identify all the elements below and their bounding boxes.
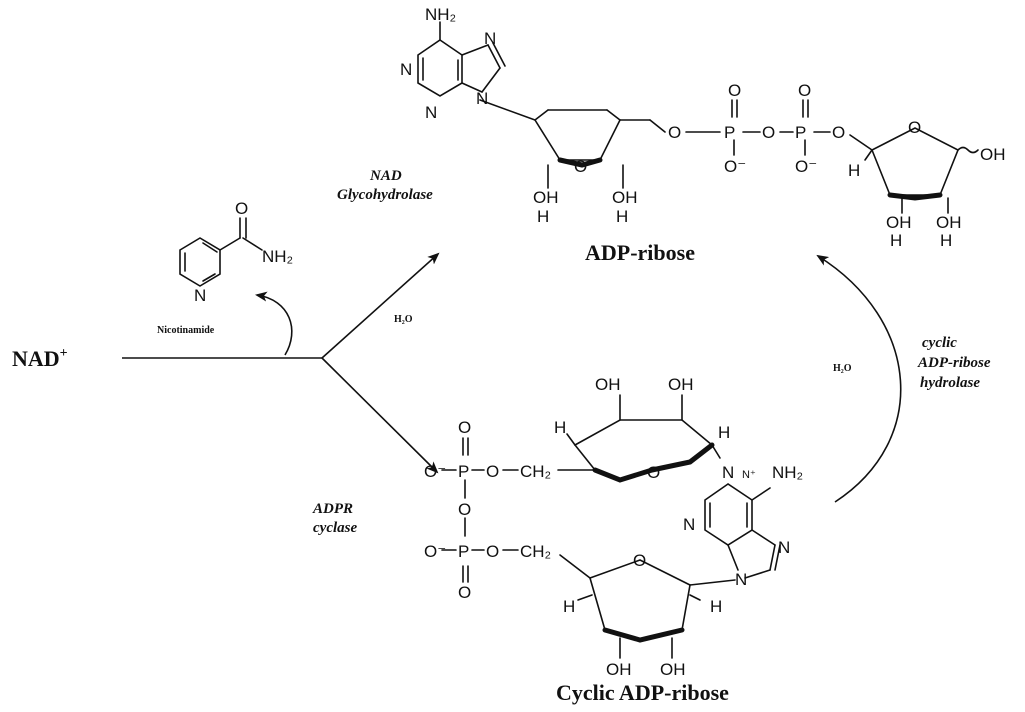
svg-text:NH₂: NH₂ bbox=[772, 463, 803, 482]
cyclic-adp-ribose-structure: OH OH O H H CH₂ O P O O⁻ O P O O⁻ bbox=[424, 375, 803, 679]
glycohydrolase-label-line2: Glycohydrolase bbox=[337, 187, 433, 203]
svg-text:N: N bbox=[194, 286, 206, 305]
svg-text:P: P bbox=[458, 462, 469, 481]
svg-text:OH: OH bbox=[980, 145, 1006, 164]
nad-label: NAD+ bbox=[12, 346, 68, 371]
svg-text:OH: OH bbox=[533, 188, 559, 207]
svg-text:N: N bbox=[778, 538, 790, 557]
svg-text:O: O bbox=[235, 199, 248, 218]
hydrolase-label-line2: ADP-ribose bbox=[917, 355, 991, 371]
svg-text:O: O bbox=[486, 542, 499, 561]
water-label-glycohydrolase: H₂O bbox=[394, 314, 413, 325]
glycohydrolase-arrow bbox=[321, 252, 440, 359]
nicotinamide-release-arrow bbox=[255, 291, 293, 356]
svg-text:NH₂: NH₂ bbox=[425, 5, 456, 24]
svg-text:O⁻: O⁻ bbox=[424, 542, 446, 561]
svg-text:CH₂: CH₂ bbox=[520, 542, 551, 561]
svg-text:O: O bbox=[728, 81, 741, 100]
svg-text:O: O bbox=[458, 583, 471, 602]
svg-text:O: O bbox=[762, 123, 775, 142]
svg-text:N: N bbox=[683, 515, 695, 534]
svg-text:H: H bbox=[537, 207, 549, 226]
svg-text:O: O bbox=[633, 551, 646, 570]
cyclase-label-line1: ADPR bbox=[312, 501, 353, 517]
hydrolase-arrow bbox=[816, 254, 902, 503]
water-label-hydrolase: H₂O bbox=[833, 363, 852, 374]
reaction-arrows bbox=[122, 252, 902, 503]
svg-text:OH: OH bbox=[660, 660, 686, 679]
svg-text:O: O bbox=[458, 500, 471, 519]
svg-text:O: O bbox=[647, 463, 660, 482]
svg-text:O: O bbox=[458, 418, 471, 437]
svg-text:N: N bbox=[476, 89, 488, 108]
svg-text:N: N bbox=[735, 570, 747, 589]
hydrolase-label-line3: hydrolase bbox=[920, 375, 980, 391]
svg-text:N⁺: N⁺ bbox=[742, 469, 756, 481]
svg-text:NH₂: NH₂ bbox=[262, 247, 293, 266]
cyclase-arrow bbox=[321, 357, 439, 474]
svg-text:O⁻: O⁻ bbox=[724, 157, 746, 176]
svg-text:CH₂: CH₂ bbox=[520, 462, 551, 481]
nicotinamide-structure: O NH₂ N bbox=[179, 199, 293, 305]
svg-text:N: N bbox=[425, 103, 437, 122]
adp-ribose-structure: NH₂ N N N N O OH H OH H O P O O⁻ bbox=[400, 5, 1006, 250]
cyclic-adp-ribose-label: Cyclic ADP-ribose bbox=[556, 680, 729, 705]
svg-text:N: N bbox=[484, 29, 496, 48]
svg-text:O: O bbox=[908, 118, 921, 137]
cyclase-label-line2: cyclase bbox=[313, 520, 357, 536]
svg-text:O: O bbox=[486, 462, 499, 481]
svg-text:H: H bbox=[718, 423, 730, 442]
svg-text:H: H bbox=[940, 231, 952, 250]
nicotinamide-label: Nicotinamide bbox=[157, 325, 215, 336]
svg-text:OH: OH bbox=[606, 660, 632, 679]
svg-text:H: H bbox=[848, 161, 860, 180]
svg-text:O⁻: O⁻ bbox=[795, 157, 817, 176]
adp-ribose-label: ADP-ribose bbox=[585, 240, 695, 265]
svg-text:OH: OH bbox=[612, 188, 638, 207]
svg-text:O: O bbox=[574, 157, 587, 176]
svg-text:H: H bbox=[563, 597, 575, 616]
svg-text:H: H bbox=[616, 207, 628, 226]
svg-text:P: P bbox=[724, 123, 735, 142]
svg-text:O: O bbox=[798, 81, 811, 100]
svg-text:P: P bbox=[795, 123, 806, 142]
svg-text:N: N bbox=[722, 463, 734, 482]
svg-text:O⁻: O⁻ bbox=[424, 462, 446, 481]
hydrolase-label-line1: cyclic bbox=[922, 335, 957, 351]
svg-text:O: O bbox=[668, 123, 681, 142]
glycohydrolase-label-line1: NAD bbox=[369, 168, 402, 184]
svg-text:N: N bbox=[400, 60, 412, 79]
svg-text:H: H bbox=[890, 231, 902, 250]
svg-text:H: H bbox=[554, 418, 566, 437]
svg-text:O: O bbox=[832, 123, 845, 142]
svg-text:OH: OH bbox=[936, 213, 962, 232]
svg-text:OH: OH bbox=[668, 375, 694, 394]
svg-text:OH: OH bbox=[595, 375, 621, 394]
svg-text:OH: OH bbox=[886, 213, 912, 232]
svg-text:P: P bbox=[458, 542, 469, 561]
svg-text:H: H bbox=[710, 597, 722, 616]
